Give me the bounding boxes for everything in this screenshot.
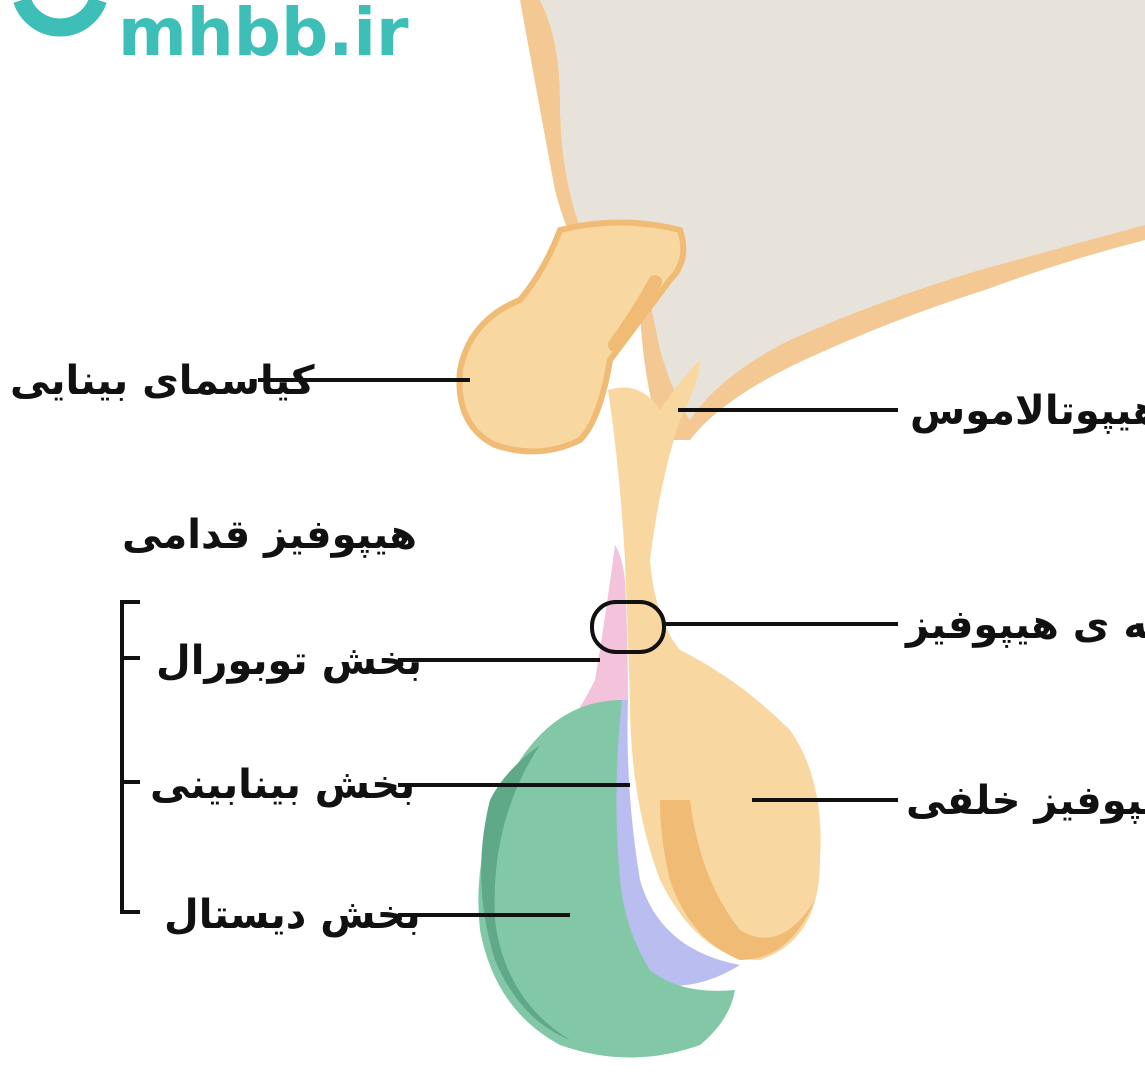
stalk-and-posterior-lobe	[608, 360, 821, 960]
label-pituitary-stalk: ساقه ی هیپوفیز	[904, 602, 1145, 648]
logo-ring-icon	[22, 0, 98, 28]
label-pars-intermedia: بخش بینابینی	[150, 762, 415, 808]
posterior-pituitary	[608, 360, 821, 960]
watermark-logo: mhbb.ir	[22, 0, 409, 71]
label-pars-tuberalis: بخش توبورال	[156, 638, 422, 684]
watermark-text: mhbb.ir	[118, 0, 409, 71]
label-pars-distalis: بخش دیستال	[164, 892, 421, 938]
label-anterior-pituitary: هیپوفیز قدامی	[122, 512, 417, 558]
label-hypothalamus: هیپوتالاموس	[910, 388, 1145, 434]
third-ventricle-tissue	[540, 0, 1145, 420]
label-optic-chiasm: کیاسمای بینایی	[10, 358, 315, 404]
anterior-pituitary-bracket	[122, 602, 140, 912]
label-posterior-pituitary: هیپوفیز خلفی	[906, 778, 1145, 824]
pars-tuberalis-shape	[570, 545, 628, 720]
